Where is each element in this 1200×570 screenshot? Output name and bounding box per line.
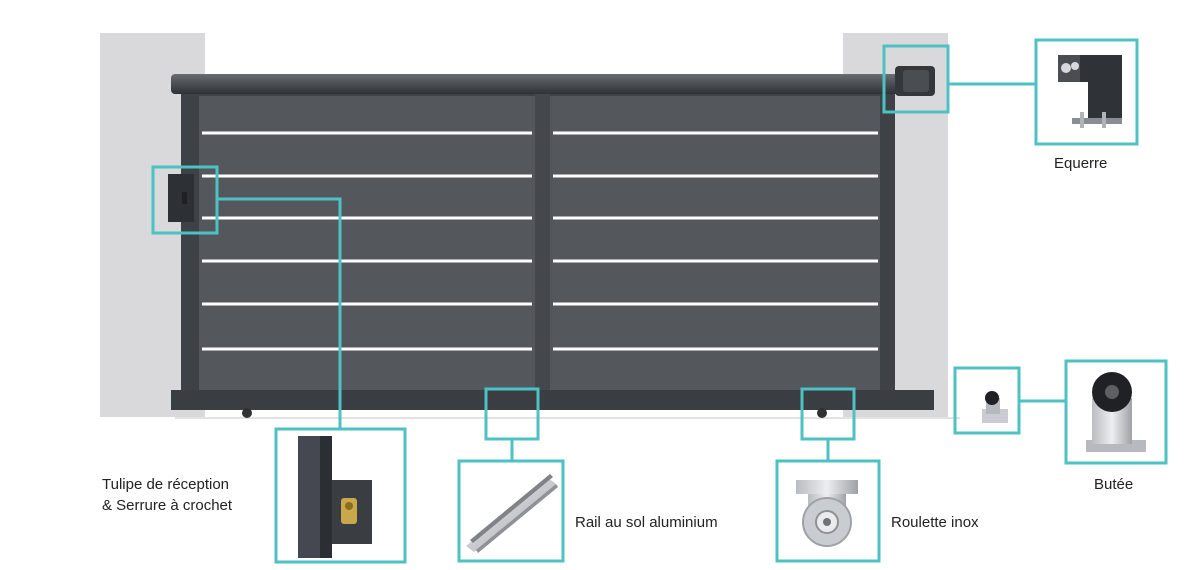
ground-butee <box>982 391 1008 423</box>
rail-icon <box>466 474 558 553</box>
gate-wheel-icon <box>817 408 827 418</box>
gate-top-rail <box>171 74 935 94</box>
label-butee: Butée <box>1094 476 1134 493</box>
tulipe-lock-icon <box>298 436 372 558</box>
label-tulipe: Tulipe de réception & Serrure à crochet <box>102 474 272 516</box>
label-rail: Rail au sol aluminium <box>575 514 718 531</box>
gate <box>171 74 935 418</box>
gate-tulipe-receiver <box>168 174 194 222</box>
connector-lines <box>217 82 1066 461</box>
label-equerre: Equerre <box>1054 155 1108 172</box>
slats-right <box>553 131 878 351</box>
connector-tulipe <box>217 197 342 429</box>
detail-box-roulette <box>775 459 881 563</box>
roulette-wheel-icon <box>796 480 858 547</box>
gate-equerre-bracket-face <box>903 70 929 92</box>
label-roulette: Roulette inox <box>891 514 979 531</box>
detail-box-butee <box>1064 359 1168 465</box>
gate-middle-post <box>535 92 550 392</box>
gate-bottom-rail <box>171 390 934 410</box>
gate-wheel-icon <box>242 408 252 418</box>
gate-panel-left <box>199 96 535 390</box>
detail-box-equerre <box>1034 38 1139 146</box>
gate-panel-right <box>550 96 880 390</box>
label-tulipe-line1: Tulipe de réception <box>102 476 230 493</box>
equerre-bracket-icon <box>1058 55 1122 128</box>
detail-box-rail <box>457 459 565 563</box>
detail-box-tulipe <box>274 427 407 564</box>
gate-tulipe-slot <box>182 192 187 204</box>
label-tulipe-line2: & Serrure à crochet <box>102 497 233 514</box>
slats-left <box>202 131 532 351</box>
callout-marker-equerre <box>882 44 950 114</box>
butee-stop-icon <box>1086 372 1146 452</box>
